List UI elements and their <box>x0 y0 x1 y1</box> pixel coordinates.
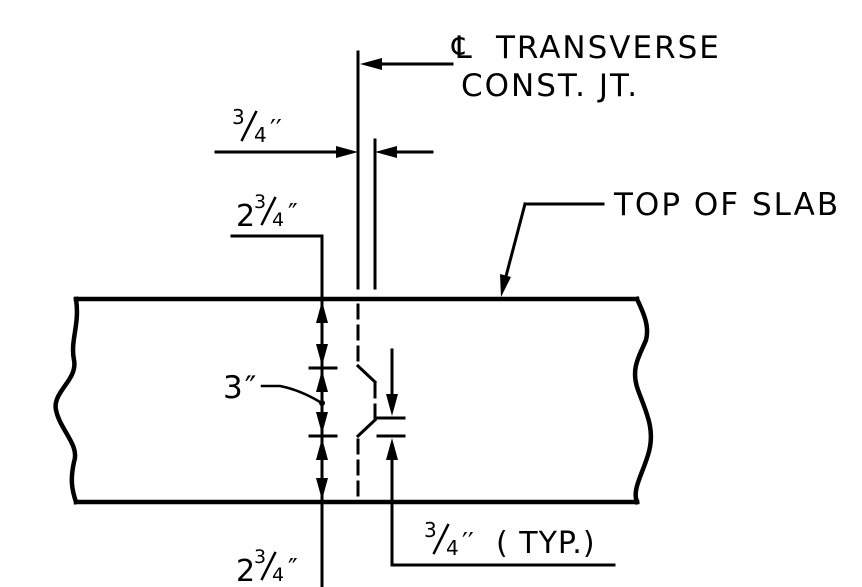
arrow-upper-tick-up <box>316 370 328 392</box>
top-frac-num: 3 <box>254 191 266 213</box>
bottom-frac-num: 3 <box>254 546 266 568</box>
width-arrowhead-right <box>375 146 397 158</box>
centerline-callout: ℄ TRANSVERSE CONST. JT. <box>356 30 721 290</box>
bottom-whole: 2 <box>236 554 255 587</box>
top-frac-mark: ″ <box>288 199 298 229</box>
top-of-slab-leader-diagonal <box>503 202 527 282</box>
typ-frac-mark: ′′ <box>462 528 474 558</box>
arrow-slab-top <box>316 301 328 323</box>
centerline-arrowhead <box>360 58 382 70</box>
top-of-slab-callout: TOP OF SLAB <box>500 187 840 297</box>
width-frac-mark: ′′ <box>270 115 282 145</box>
arrow-slab-bottom <box>316 478 328 500</box>
typ-arrowhead-up <box>386 438 398 460</box>
width-frac-slash <box>240 110 258 142</box>
keyed-joint <box>355 303 378 502</box>
dimension-label-two-three-quarter-top: 2 3 4 ″ <box>236 191 298 234</box>
top-of-slab-label: TOP OF SLAB <box>613 187 840 223</box>
joint-key-lower-slope <box>355 417 378 439</box>
three-inch-label: 3″ <box>223 370 258 406</box>
joint-key-upper-slope <box>355 363 378 385</box>
top-frac-den: 4 <box>272 209 284 231</box>
top-whole: 2 <box>236 199 255 234</box>
three-inch-leader <box>260 384 322 404</box>
typ-frac-slash <box>432 523 450 555</box>
top-frac-slash <box>260 196 277 226</box>
arrow-upper-tick-down <box>316 344 328 366</box>
dimension-three-quarter-typ: 3 4 ′′ ( TYP.) <box>376 348 616 567</box>
three-inch-leader-dot <box>319 400 325 406</box>
typ-frac-den: 4 <box>446 536 459 560</box>
bottom-frac-den: 4 <box>272 564 284 586</box>
slab-right-break-line <box>632 296 654 505</box>
typ-frac-num: 3 <box>424 518 437 542</box>
centerline-symbol: ℄ <box>451 30 474 66</box>
bottom-frac-slash <box>260 551 277 581</box>
width-arrowhead-left <box>336 146 358 158</box>
bottom-frac-mark: ″ <box>288 554 298 584</box>
slab-left-break-line <box>53 296 80 505</box>
width-frac-num: 3 <box>232 105 245 129</box>
dimension-three-quarter-width: 3 4 ′′ <box>214 105 434 290</box>
arrow-lower-tick-down <box>316 412 328 434</box>
dimension-label-two-three-quarter-bottom: 2 3 4 ″ <box>236 546 298 587</box>
vertical-dimension-chain: 3″ <box>223 234 338 587</box>
centerline-label-line2: CONST. JT. <box>461 68 639 104</box>
typ-arrowhead-down <box>386 394 398 416</box>
width-frac-den: 4 <box>254 123 267 147</box>
top-of-slab-arrowhead <box>500 274 511 297</box>
arrow-lower-tick-up <box>316 438 328 460</box>
slab-outline <box>53 296 654 505</box>
centerline-label-line1: TRANSVERSE <box>495 30 721 66</box>
typ-suffix: ( TYP.) <box>496 526 596 561</box>
